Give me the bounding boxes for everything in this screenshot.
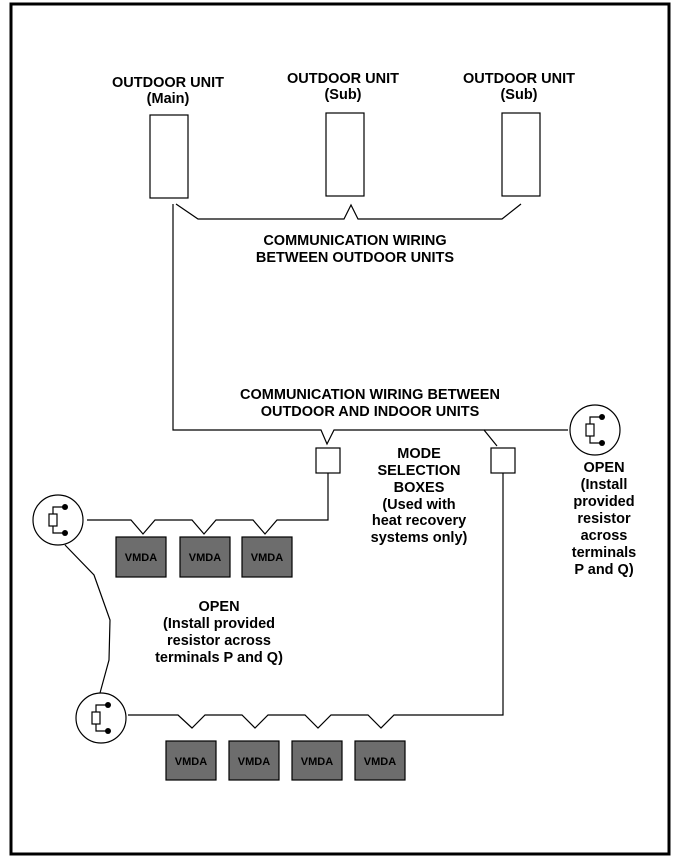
svg-text:VMDA: VMDA — [175, 756, 207, 768]
indoor-unit-row2-2: VMDA — [228, 740, 280, 781]
svg-text:terminals P and Q): terminals P and Q) — [155, 650, 283, 666]
comm-indoor-label-line2: OUTDOOR AND INDOOR UNITS — [261, 404, 480, 420]
row1-wire — [87, 473, 329, 535]
indoor-unit-row2-3: VMDA — [291, 740, 343, 781]
svg-text:VMDA: VMDA — [364, 756, 396, 768]
outdoor-unit-sub1-label: OUTDOOR UNIT (Sub) — [287, 71, 399, 103]
resistor-icon-right — [569, 404, 621, 456]
indoor-unit-row2-4: VMDA — [354, 740, 406, 781]
indoor-unit-row1-2: VMDA — [179, 536, 231, 578]
svg-text:VMDA: VMDA — [238, 756, 270, 768]
svg-text:P and Q): P and Q) — [574, 562, 634, 578]
outdoor-unit-main-role: (Main) — [147, 91, 190, 107]
svg-text:(Install provided: (Install provided — [163, 616, 275, 632]
svg-text:(Install: (Install — [581, 477, 628, 493]
svg-text:OPEN: OPEN — [198, 599, 239, 615]
open-left-label: OPEN (Install provided resistor across t… — [155, 599, 283, 666]
comm-outdoor-label-line1: COMMUNICATION WIRING — [263, 233, 446, 249]
outdoor-unit-sub1 — [325, 112, 365, 197]
outdoor-unit-sub2-title: OUTDOOR UNIT — [463, 71, 575, 87]
row2-wire — [128, 473, 504, 729]
outdoor-comm-wire — [175, 203, 522, 220]
outdoor-unit-main-label: OUTDOOR UNIT (Main) — [112, 75, 224, 107]
svg-text:VMDA: VMDA — [125, 552, 157, 564]
svg-text:(Used with: (Used with — [382, 497, 455, 513]
outdoor-unit-sub1-role: (Sub) — [324, 87, 361, 103]
svg-text:across: across — [581, 528, 628, 544]
svg-text:systems only): systems only) — [371, 530, 468, 546]
outdoor-unit-sub1-title: OUTDOOR UNIT — [287, 71, 399, 87]
svg-text:VMDA: VMDA — [251, 552, 283, 564]
svg-text:MODE: MODE — [397, 446, 441, 462]
outdoor-unit-sub2 — [501, 112, 541, 197]
open-right-label: OPEN (Install provided resistor across t… — [572, 460, 636, 578]
svg-text:SELECTION: SELECTION — [378, 463, 461, 479]
svg-text:resistor across: resistor across — [167, 633, 271, 649]
svg-text:heat recovery: heat recovery — [372, 513, 466, 529]
outdoor-unit-sub2-role: (Sub) — [500, 87, 537, 103]
mode-selection-label: MODE SELECTION BOXES (Used with heat rec… — [371, 446, 468, 546]
indoor-unit-row2-1: VMDA — [165, 740, 217, 781]
svg-text:VMDA: VMDA — [301, 756, 333, 768]
svg-text:provided: provided — [573, 494, 634, 510]
resistor-icon-left-top — [32, 494, 84, 546]
mode-selection-box-2 — [490, 447, 516, 474]
svg-text:VMDA: VMDA — [189, 552, 221, 564]
comm-indoor-label-line1: COMMUNICATION WIRING BETWEEN — [240, 387, 500, 403]
outdoor-unit-sub2-label: OUTDOOR UNIT (Sub) — [463, 71, 575, 103]
outdoor-unit-main — [149, 114, 189, 199]
left-resistor-link-wire — [64, 544, 111, 694]
indoor-unit-row1-1: VMDA — [115, 536, 167, 578]
resistor-icon-left-bottom — [75, 692, 127, 744]
comm-outdoor-label-line2: BETWEEN OUTDOOR UNITS — [256, 250, 454, 266]
outdoor-unit-main-title: OUTDOOR UNIT — [112, 75, 224, 91]
mode-selection-box-1 — [315, 447, 341, 474]
indoor-unit-row1-3: VMDA — [241, 536, 293, 578]
svg-text:BOXES: BOXES — [394, 480, 445, 496]
svg-text:terminals: terminals — [572, 545, 636, 561]
svg-text:resistor: resistor — [577, 511, 631, 527]
svg-text:OPEN: OPEN — [583, 460, 624, 476]
